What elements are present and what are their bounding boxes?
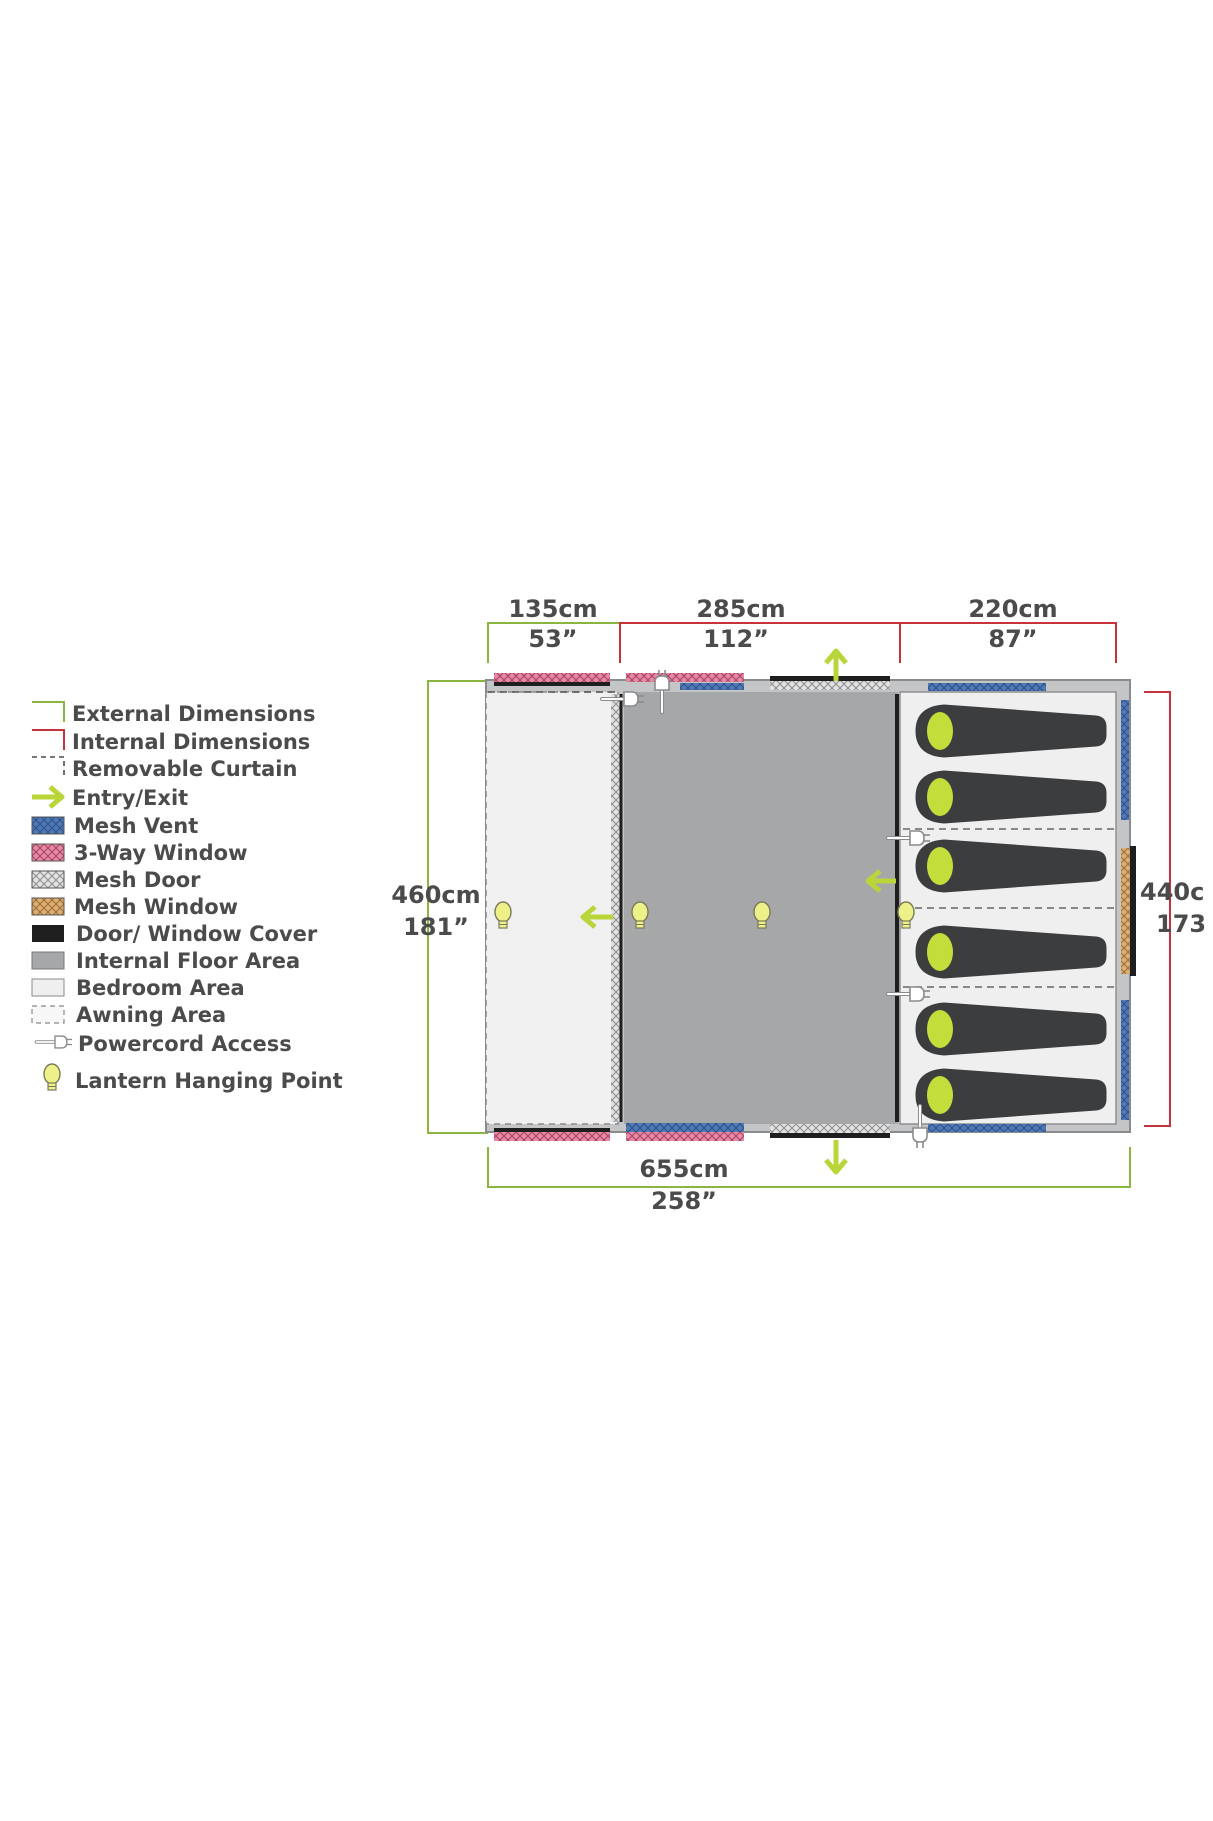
mesh-window-swatch: [31, 897, 65, 916]
legend-item-mesh-door: Mesh Door: [31, 868, 201, 892]
mesh-window-right: [1121, 848, 1130, 974]
left-dim-line: [427, 680, 488, 1134]
dimension-labels: 135cm 53” 285cm 112” 220cm 87” 460cm 181…: [391, 595, 1206, 1215]
bedroom-swatch: [31, 978, 65, 997]
entry-exit-arrows: [580, 648, 896, 1175]
mesh-door-bottom: [770, 1124, 890, 1133]
legend-item-three-way: 3-Way Window: [31, 841, 248, 865]
arrow-left-icon: [865, 869, 896, 893]
bottom-wall-panels: [494, 1123, 1046, 1141]
legend-item-floor: Internal Floor Area: [31, 949, 300, 973]
awning-swatch: [31, 1005, 65, 1024]
plug-icon: [34, 1034, 74, 1050]
right-dim-line: [1144, 691, 1171, 1127]
three-way-window-swatch: [31, 843, 65, 862]
legend-item-internal: Internal Dimensions: [32, 729, 310, 754]
legend-item-entry: Entry/Exit: [32, 785, 188, 810]
mesh-vent-top-2: [928, 683, 1046, 691]
top-dim-internal-line: [619, 622, 1117, 663]
legend: External Dimensions Internal Dimensions …: [31, 701, 343, 1093]
dim-right-inch: 173: [1156, 910, 1206, 938]
dim-top-2-cm: 285cm: [696, 595, 785, 623]
mesh-vent-bottom-1: [626, 1123, 744, 1132]
three-way-window-bottom-2: [626, 1132, 744, 1141]
dim-bottom-inch: 258”: [651, 1187, 717, 1215]
legend-label: Internal Floor Area: [76, 949, 300, 973]
dim-bottom-cm: 655cm: [639, 1155, 728, 1183]
arrow-down-icon: [824, 1140, 848, 1175]
legend-item-mesh-vent: Mesh Vent: [31, 814, 198, 838]
mesh-vent-swatch: [31, 816, 65, 835]
bulb-icon: [43, 1063, 61, 1091]
door-cover-swatch: [32, 925, 64, 942]
dashed-bracket-icon: [32, 756, 65, 777]
mesh-door-top: [770, 681, 890, 690]
dimension-lines: [427, 622, 1171, 1188]
mesh-vent-right-2: [1121, 1000, 1129, 1120]
mesh-vent-top-1: [680, 683, 744, 690]
dim-top-1-cm: 135cm: [508, 595, 597, 623]
top-dim-porch-line: [487, 622, 620, 663]
legend-label: Powercord Access: [78, 1032, 292, 1056]
legend-item-awning: Awning Area: [31, 1003, 226, 1027]
mesh-door-swatch: [31, 870, 65, 889]
legend-item-lantern: Lantern Hanging Point: [43, 1063, 343, 1093]
legend-item-curtain: Removable Curtain: [32, 756, 297, 781]
legend-item-powercord: Powercord Access: [34, 1032, 292, 1056]
mesh-vent-right-1: [1121, 700, 1129, 820]
mesh-vent-bottom-2: [928, 1124, 1046, 1132]
legend-label: Awning Area: [76, 1003, 226, 1027]
three-way-window-top-2: [626, 673, 744, 682]
legend-label: Mesh Window: [74, 895, 238, 919]
legend-label: 3-Way Window: [74, 841, 248, 865]
three-way-window-top-1: [494, 673, 610, 682]
arrow-up-icon: [824, 648, 848, 681]
door-cover-bottom-2: [770, 1133, 890, 1138]
legend-item-bedroom: Bedroom Area: [31, 976, 245, 1000]
door-cover-bottom-1: [494, 1128, 610, 1132]
legend-label: Lantern Hanging Point: [75, 1069, 343, 1093]
door-cover-top-2: [770, 676, 890, 681]
door-cover-top-1: [494, 682, 610, 686]
external-dimension-bracket-icon: [32, 701, 65, 722]
dim-left-inch: 181”: [403, 913, 469, 941]
legend-label: Mesh Door: [74, 868, 201, 892]
floor-swatch: [31, 951, 65, 970]
arrow-right-icon: [32, 785, 65, 809]
legend-label: Door/ Window Cover: [76, 922, 318, 946]
door-cover-right: [1130, 846, 1136, 976]
three-way-window-bottom-1: [494, 1132, 610, 1141]
internal-dimension-bracket-icon: [32, 729, 65, 750]
arrow-left-icon: [580, 905, 613, 929]
mesh-door-partition: [611, 694, 621, 1122]
legend-label: External Dimensions: [72, 702, 315, 726]
dim-top-2-inch: 112”: [703, 625, 769, 653]
legend-item-cover: Door/ Window Cover: [32, 922, 318, 946]
dim-top-3-cm: 220cm: [968, 595, 1057, 623]
right-wall-panels: [1121, 700, 1136, 1120]
top-wall-panels: [494, 673, 1046, 691]
bottom-dim-line: [487, 1147, 1131, 1188]
legend-item-mesh-window: Mesh Window: [31, 895, 238, 919]
legend-label: Internal Dimensions: [72, 730, 310, 754]
legend-label: Mesh Vent: [74, 814, 198, 838]
dim-right-cm: 440c: [1140, 878, 1204, 906]
dim-top-1-inch: 53”: [528, 625, 577, 653]
legend-item-external: External Dimensions: [32, 701, 315, 726]
legend-label: Bedroom Area: [76, 976, 245, 1000]
legend-label: Entry/Exit: [72, 786, 188, 810]
legend-label: Removable Curtain: [72, 757, 297, 781]
dim-left-cm: 460cm: [391, 881, 480, 909]
dim-top-3-inch: 87”: [988, 625, 1037, 653]
